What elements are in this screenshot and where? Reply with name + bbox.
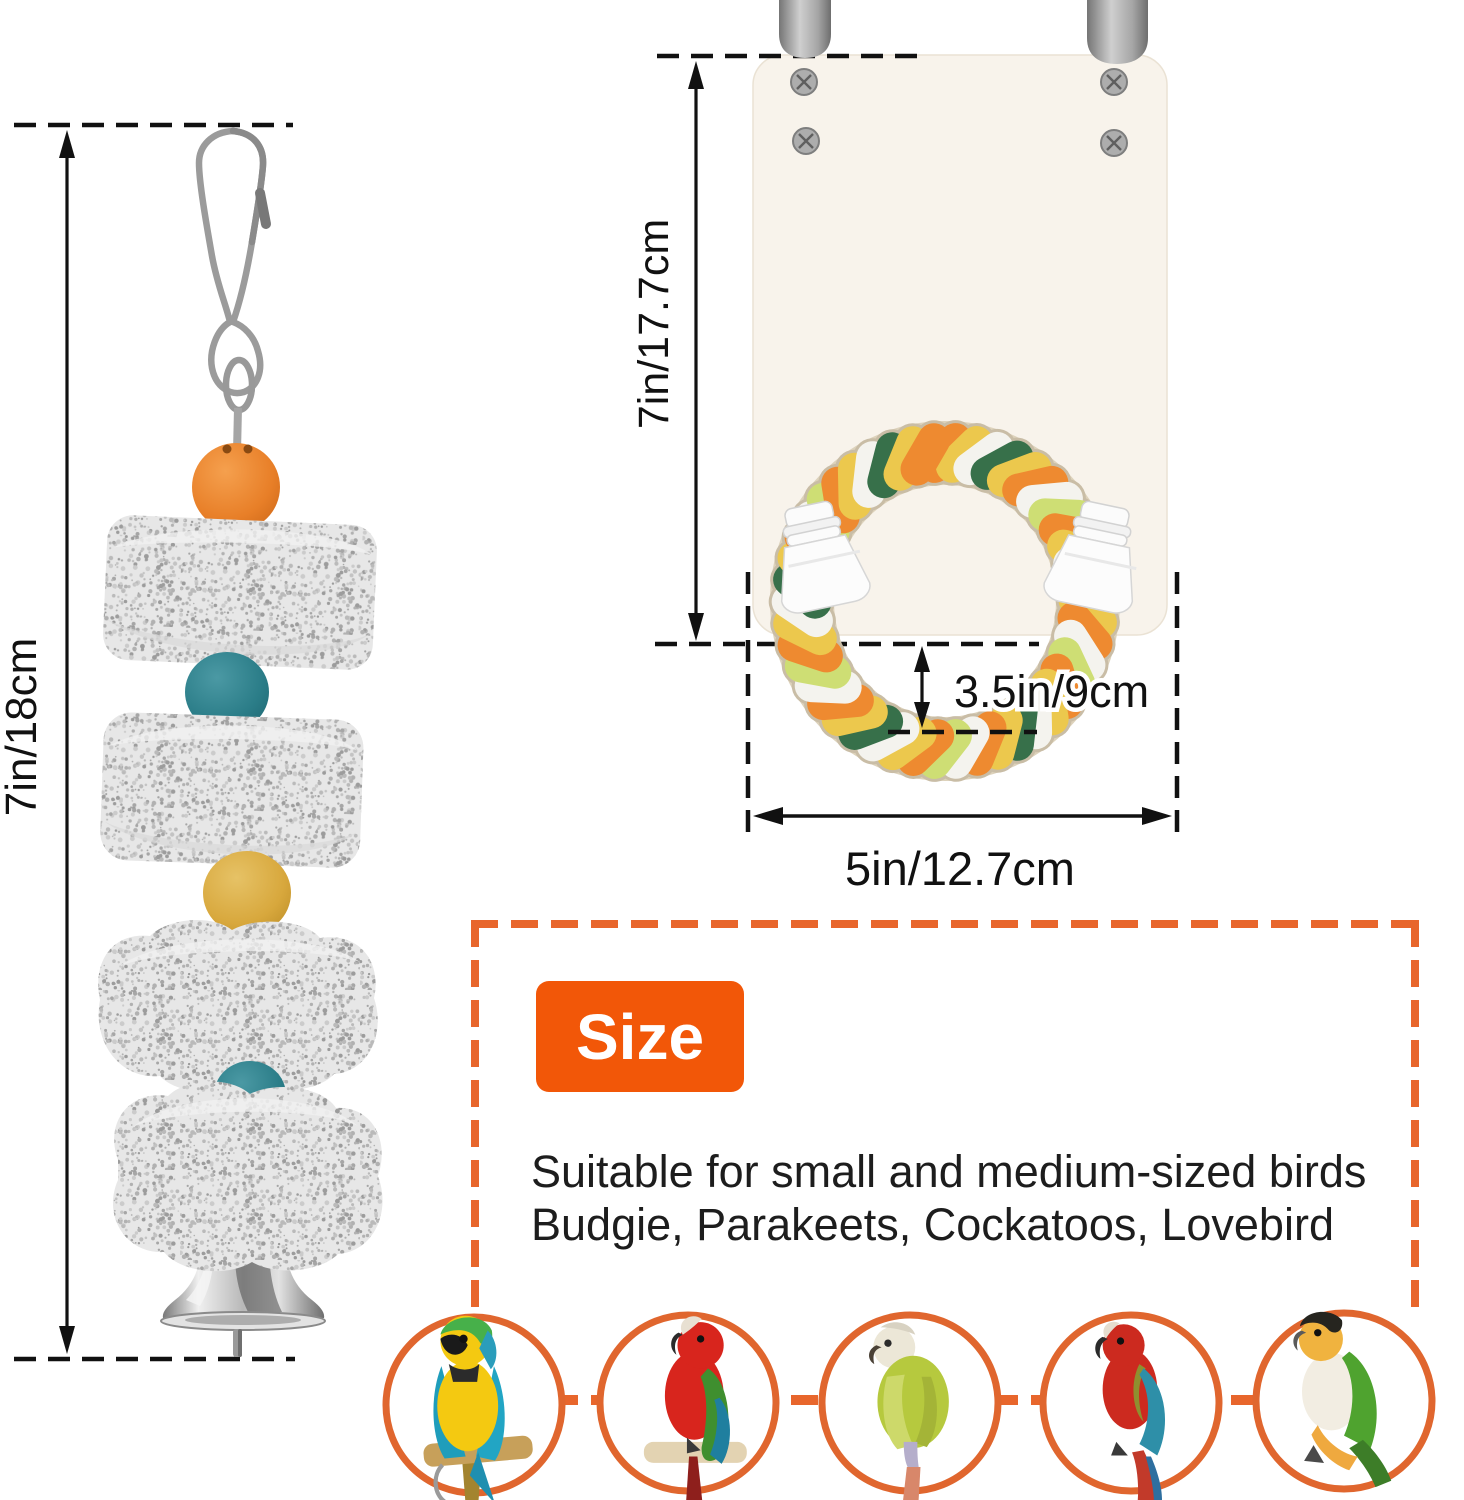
svg-text:Budgie, Parakeets, Cockatoos,: Budgie, Parakeets, Cockatoos, Lovebird [531,1199,1334,1250]
svg-text:7in/17.7cm: 7in/17.7cm [630,219,678,429]
svg-text:5in/12.7cm: 5in/12.7cm [845,842,1075,895]
svg-text:7in/18cm: 7in/18cm [0,638,46,817]
svg-text:3.5in/9cm: 3.5in/9cm [954,666,1149,717]
svg-text:Suitable for small and medium-: Suitable for small and medium-sized bird… [531,1146,1366,1197]
svg-text:Size: Size [576,1001,704,1073]
